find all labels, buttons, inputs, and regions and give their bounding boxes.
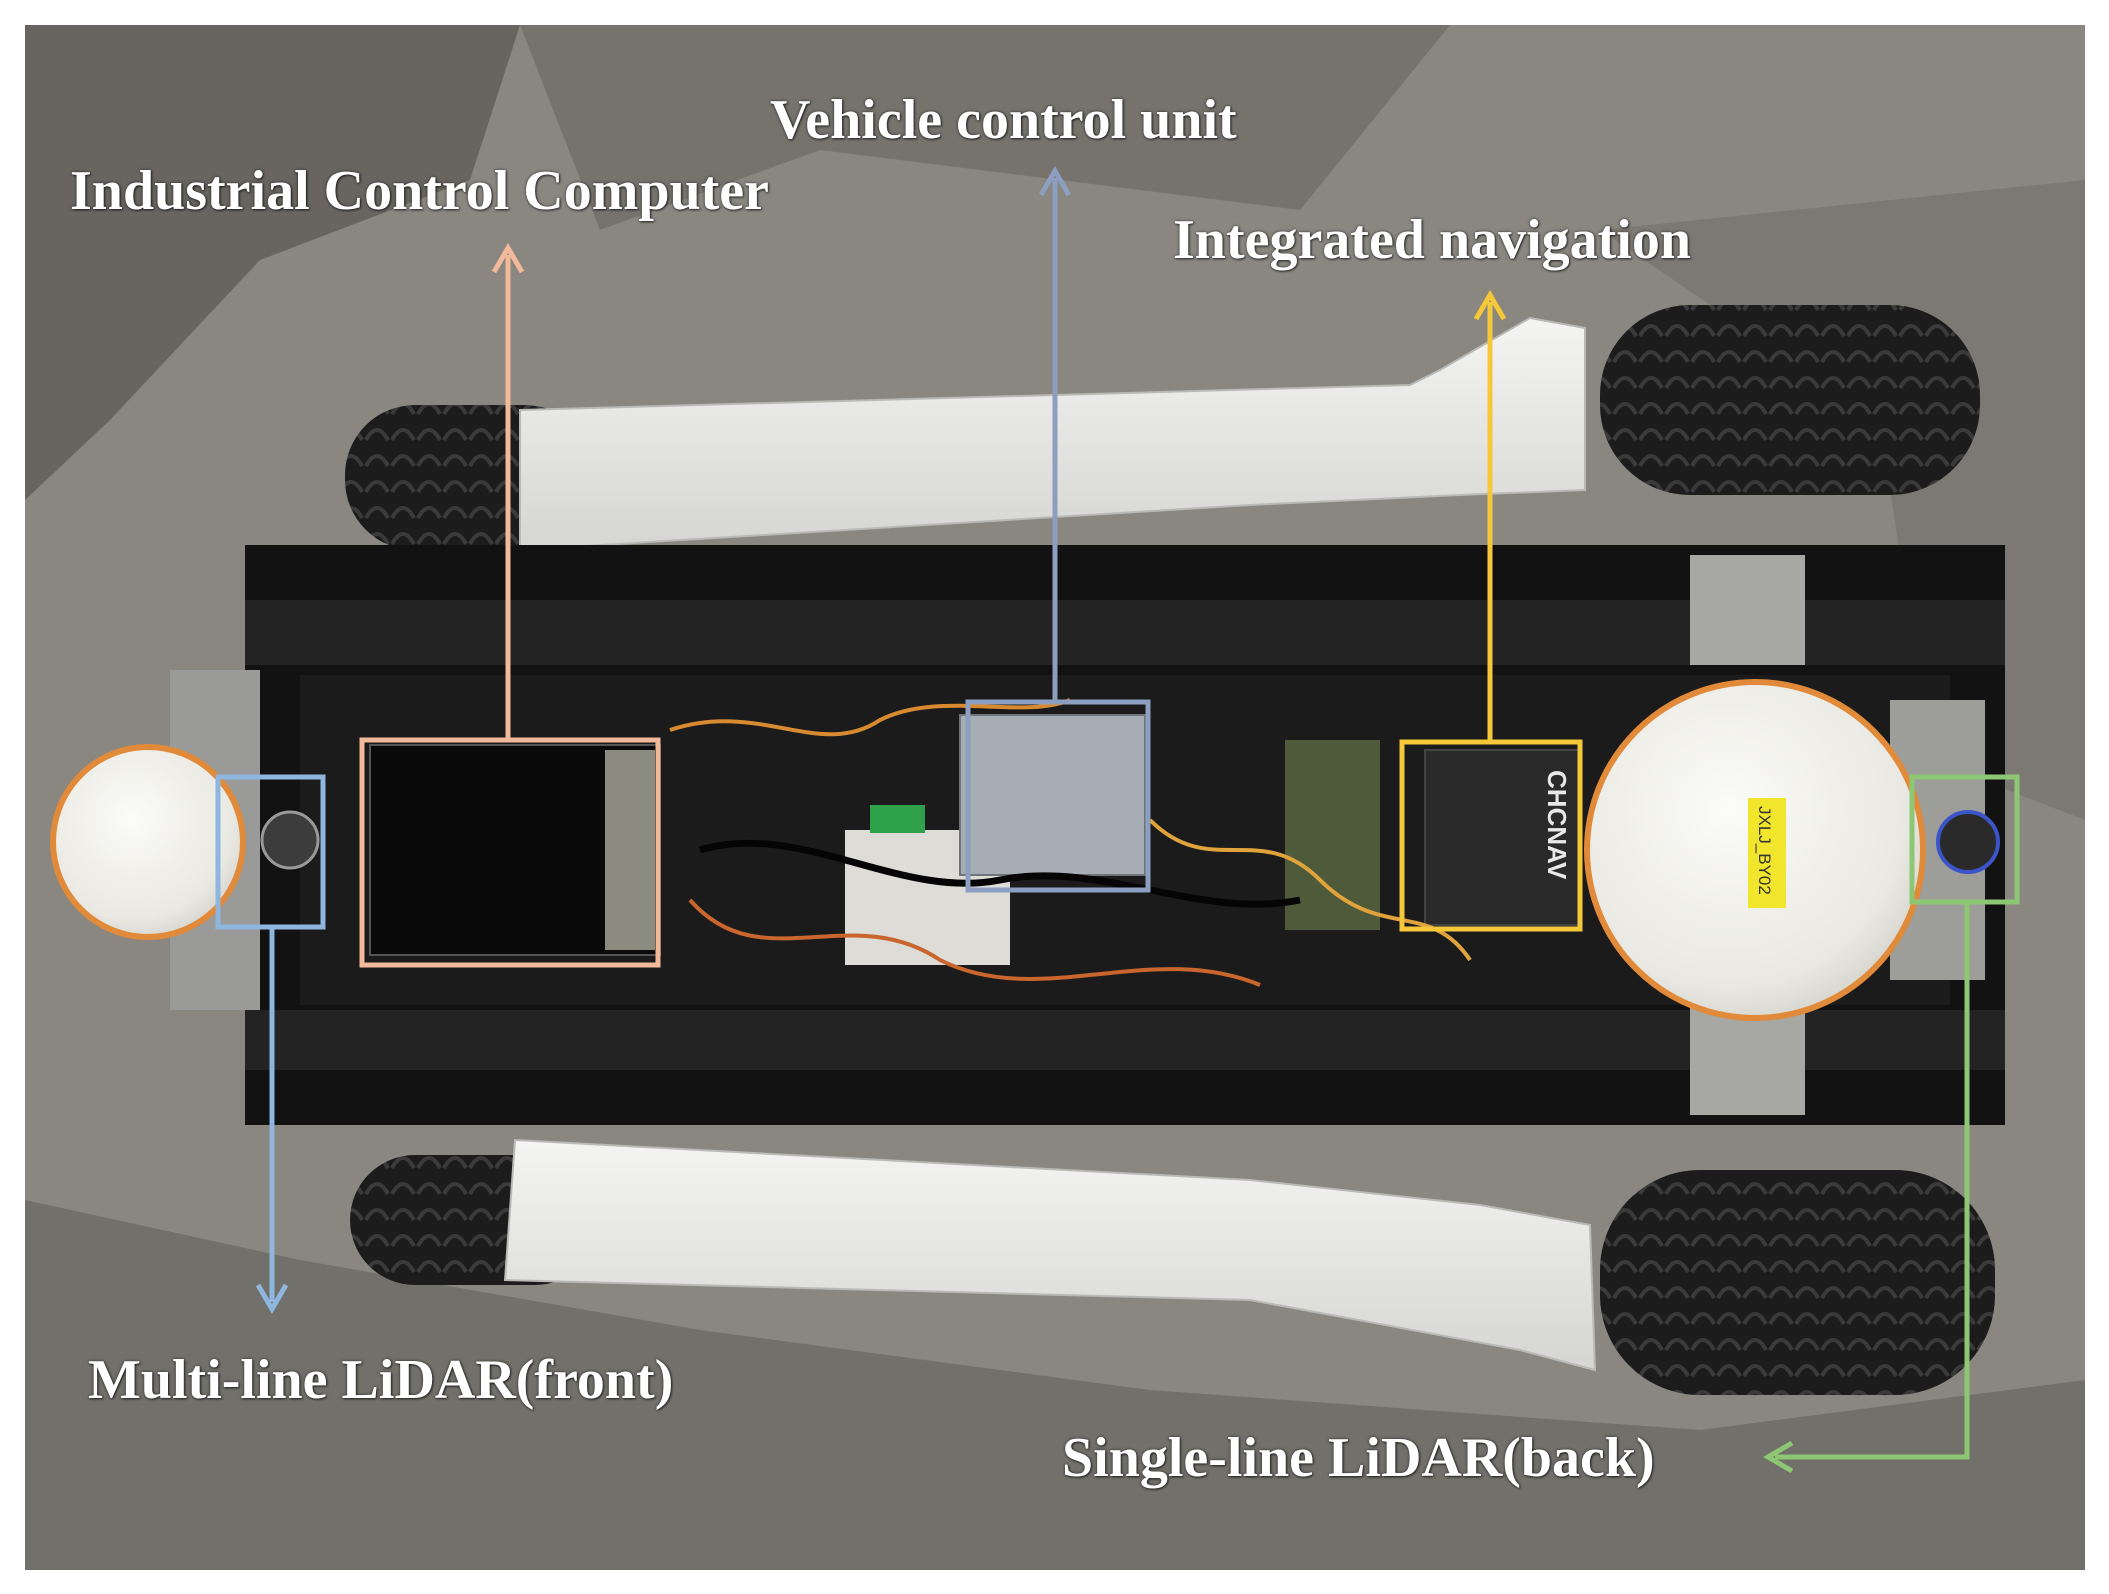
callout-single-line-lidar-back <box>1763 774 2020 1474</box>
computer-ports <box>605 750 655 950</box>
arrow-head-single-line-lidar-back <box>1763 1440 1794 1474</box>
wheel-rear-top <box>1600 305 1980 495</box>
arrow-line-single-line-lidar-back <box>1775 902 1970 1460</box>
front-multi-line-lidar <box>260 810 320 870</box>
nav-mount-board <box>1285 740 1380 930</box>
shadow-region-left <box>25 25 520 500</box>
vehicle-control-unit-housing <box>959 714 1146 876</box>
integrated-navigation-unit <box>1424 749 1581 926</box>
cable-bundle-2 <box>688 898 1261 987</box>
callout-industrial-control-computer <box>359 243 661 968</box>
asset-tag <box>1748 798 1786 908</box>
callout-vehicle-control-unit <box>965 166 1151 893</box>
callout-integrated-navigation <box>1399 290 1583 932</box>
label-integrated-navigation: Integrated navigation <box>1173 209 1691 271</box>
cable-bundle-1 <box>669 698 1071 737</box>
arrow-head-vehicle-control-unit <box>1038 166 1072 197</box>
rear-mount-plate-top <box>1690 555 1805 665</box>
wheel-rear-bottom <box>1600 1170 1995 1395</box>
label-vehicle-control-unit: Vehicle control unit <box>770 89 1237 151</box>
rear-mount-plate-bottom <box>1690 1005 1805 1115</box>
arrow-head-integrated-navigation <box>1473 290 1507 321</box>
shadow-region-top <box>520 25 1450 230</box>
terminal-block <box>870 805 925 833</box>
arrow-head-industrial-control-computer <box>491 243 525 274</box>
box-vehicle-control-unit <box>965 699 1151 893</box>
label-single-line-lidar-back: Single-line LiDAR(back) <box>1062 1427 1655 1489</box>
shadow-region-bottom <box>25 1200 2085 1570</box>
cable-black <box>698 839 1301 908</box>
arrow-head-multi-line-lidar-front <box>255 1283 289 1314</box>
gnss-antenna-front <box>50 744 246 940</box>
rear-single-line-lidar <box>1936 810 2000 874</box>
label-multi-line-lidar-front: Multi-line LiDAR(front) <box>88 1349 674 1411</box>
label-industrial-control-computer: Industrial Control Computer <box>70 160 770 222</box>
bumper-bottom <box>503 1138 1597 1372</box>
asset-tag-text: JXLJ_BY02 <box>1755 806 1774 895</box>
nav-brand-text: CHCNAV <box>1542 770 1572 880</box>
callout-multi-line-lidar-front <box>215 774 326 1314</box>
